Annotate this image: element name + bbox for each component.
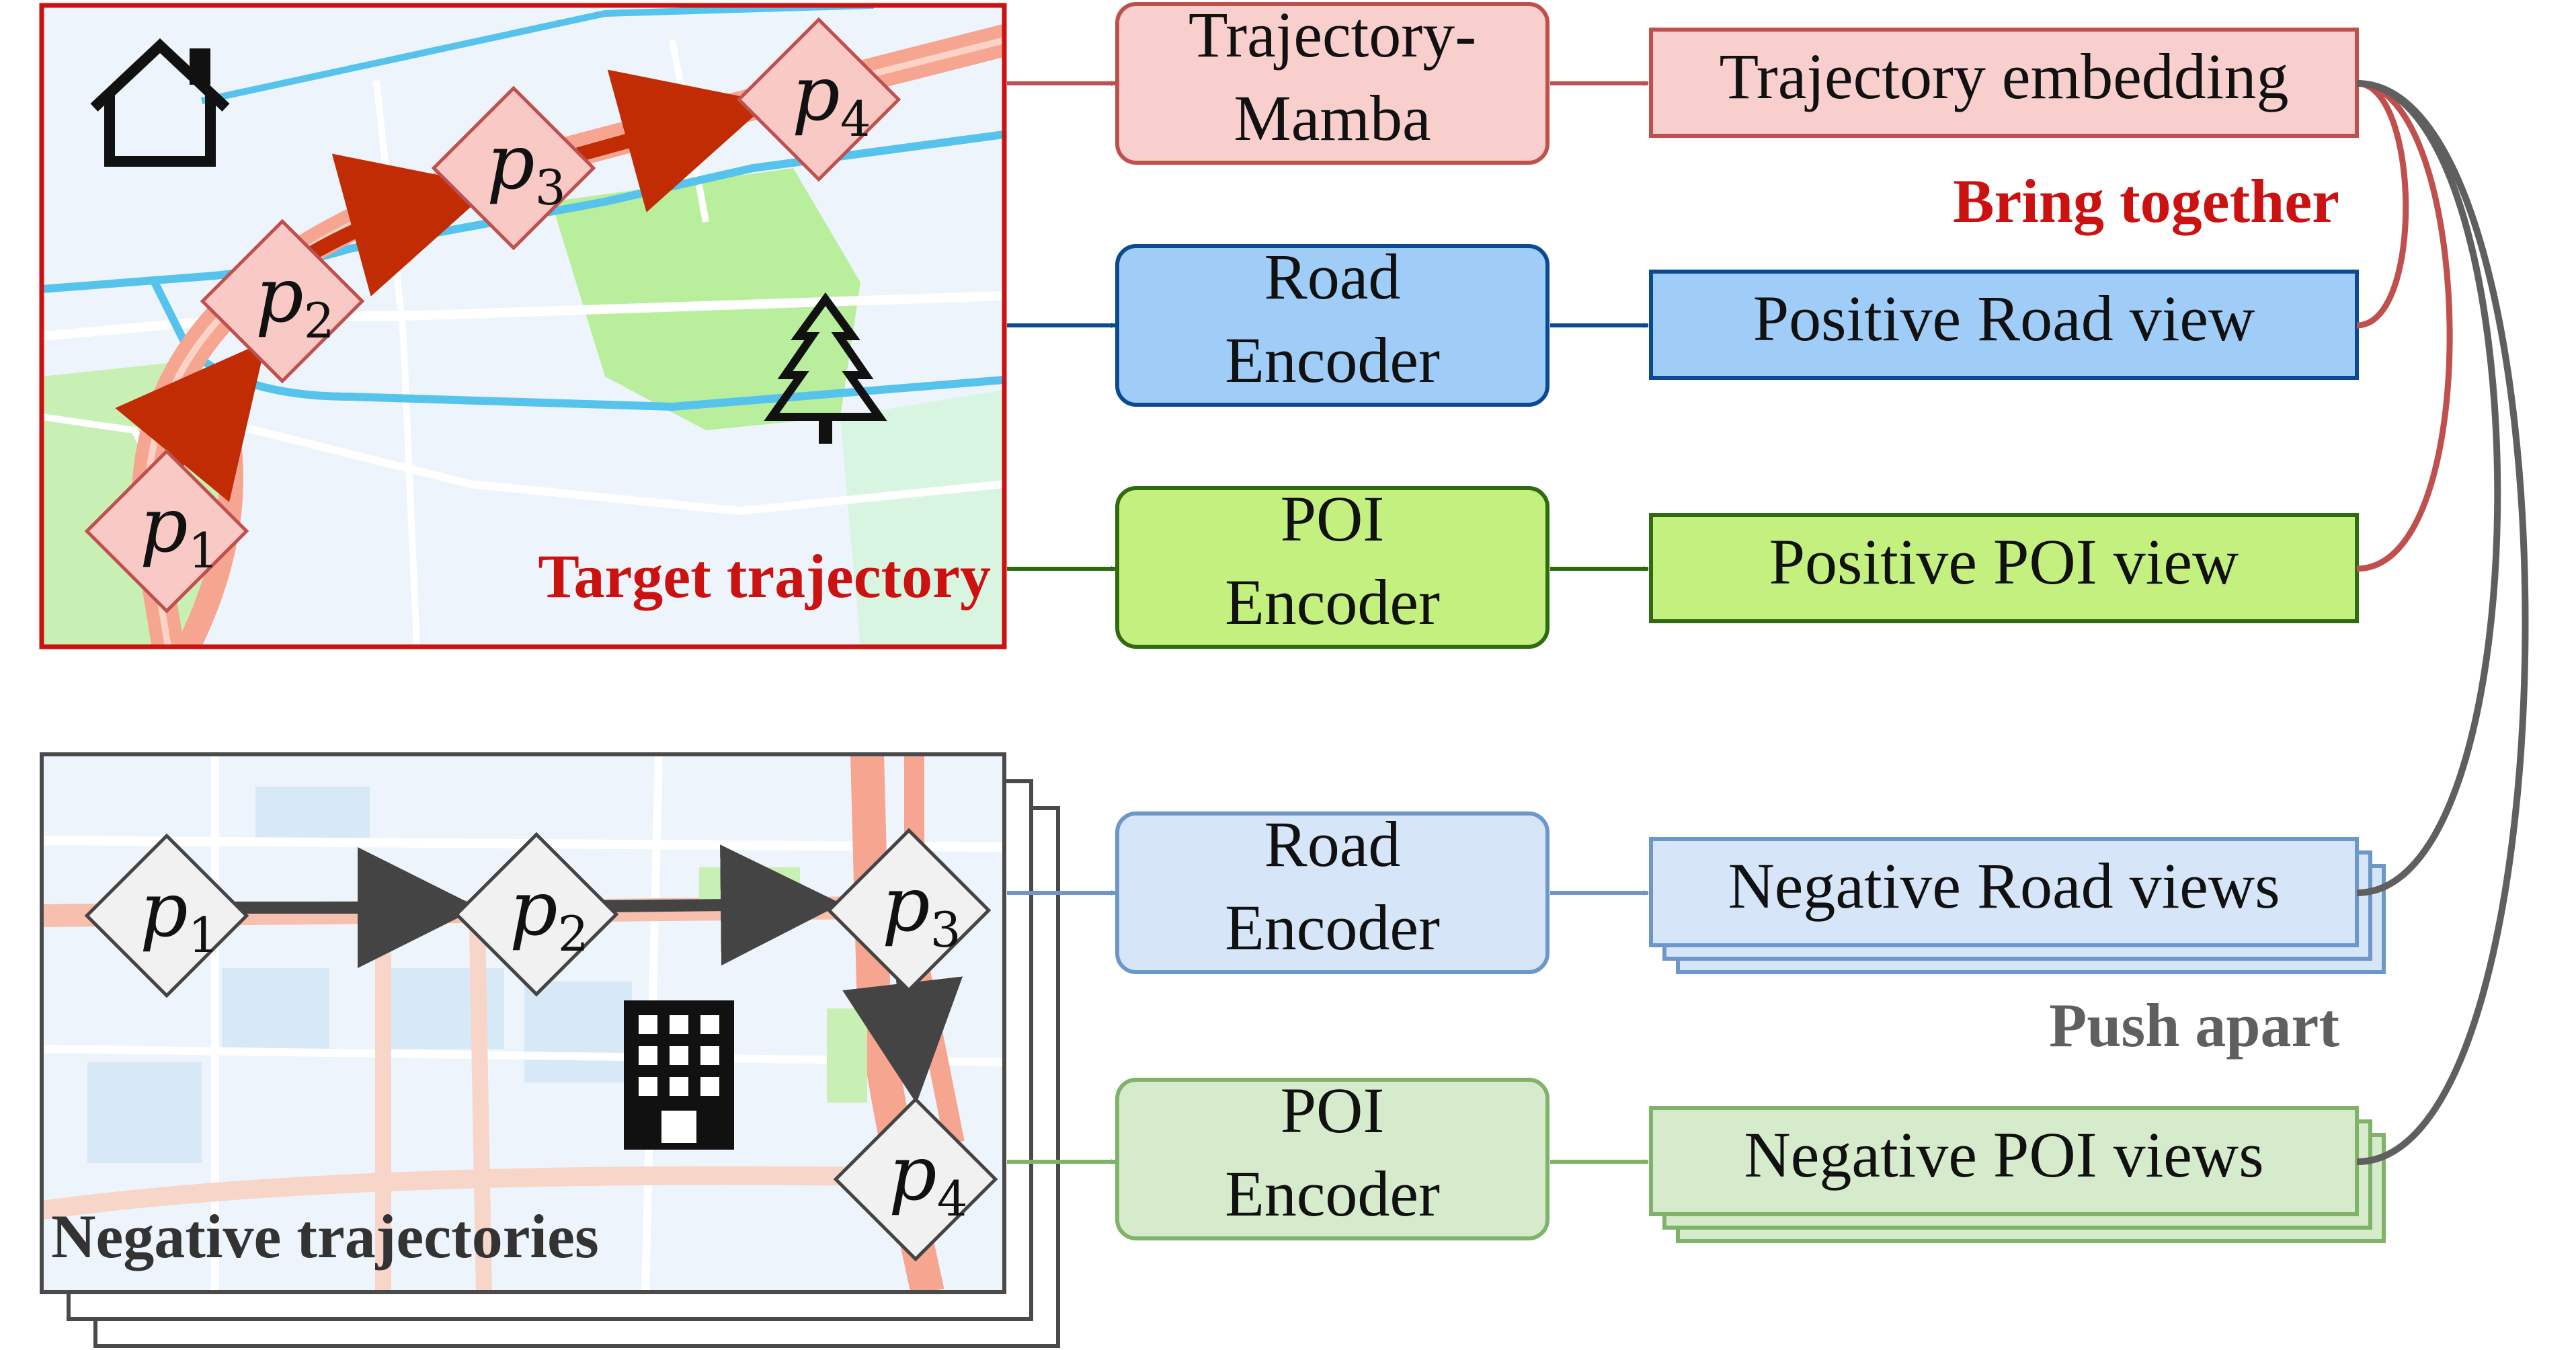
push-apart-connectors — [2356, 80, 2529, 1165]
negative-point-p2: p2 — [454, 832, 619, 997]
trajectory-embedding-box: Trajectory embedding — [1649, 28, 2359, 138]
encoder-label: Encoder — [1225, 324, 1440, 396]
encoder-label: Encoder — [1225, 566, 1440, 638]
point-symbol: p — [889, 1130, 937, 1218]
park-area — [840, 390, 1004, 647]
bring-together-connectors — [2356, 80, 2453, 572]
major-road — [42, 1166, 875, 1220]
point-symbol: p — [140, 867, 188, 954]
negative-road-views-box: Negative Road views — [1649, 837, 2386, 974]
point-symbol: p — [487, 119, 535, 206]
building-icon — [624, 1000, 734, 1150]
bring-together-label: Bring together — [1953, 167, 2339, 235]
output-label: Positive POI view — [1769, 526, 2239, 598]
city-block — [87, 1062, 202, 1163]
negative-poi-views-box: Negative POI views — [1649, 1106, 2386, 1243]
input-arrows — [1007, 81, 1117, 1164]
positive-road-view-box: Positive Road view — [1649, 270, 2359, 380]
park-area — [827, 1008, 867, 1103]
connector-curve — [2356, 80, 2501, 896]
point-symbol: p — [140, 482, 188, 569]
target-point-p2: p2 — [200, 219, 365, 384]
point-symbol: p — [792, 50, 840, 138]
connector-curve — [2356, 80, 2409, 329]
park-area — [551, 168, 860, 430]
negative-trajectories-panel: p1 p2 p3 p4 Negative trajectories — [40, 752, 1060, 1348]
negative-point-p3: p3 — [826, 828, 992, 993]
target-point-p1: p1 — [84, 448, 249, 614]
target-point-p4: p4 — [736, 17, 901, 182]
svg-text:p3: p3 — [487, 119, 566, 216]
city-block — [222, 968, 329, 1049]
svg-text:p1: p1 — [140, 482, 219, 579]
positive-poi-view-box: Positive POI view — [1649, 513, 2359, 623]
point-symbol: p — [510, 865, 558, 953]
svg-text:p4: p4 — [889, 1130, 968, 1227]
city-block — [524, 982, 632, 1082]
svg-text:p4: p4 — [792, 50, 871, 147]
encoder-label: POI — [1281, 483, 1385, 555]
point-subscript: 2 — [558, 906, 589, 962]
output-label: Trajectory embedding — [1720, 40, 2289, 112]
encoder-label: Mamba — [1234, 82, 1431, 154]
output-label: Negative Road views — [1728, 850, 2280, 922]
encoder-label: POI — [1281, 1074, 1385, 1146]
target-trajectory-panel: p1 p2 p3 p4 Target trajectory — [39, 3, 1007, 649]
svg-text:p3: p3 — [882, 861, 961, 958]
major-road — [469, 927, 492, 1292]
encoder-label: Trajectory- — [1189, 0, 1476, 71]
point-subscript: 3 — [535, 159, 566, 216]
svg-text:p2: p2 — [255, 252, 335, 349]
connector-curve — [2356, 80, 2529, 1165]
tree-icon — [764, 292, 887, 444]
negative-poi-encoder-box: POI Encoder — [1115, 1074, 1549, 1240]
encoder-label: Road — [1264, 241, 1401, 313]
output-label: Negative POI views — [1744, 1119, 2263, 1191]
push-apart-label: Push apart — [2049, 991, 2339, 1060]
home-icon — [90, 38, 230, 167]
output-label: Positive Road view — [1753, 282, 2255, 354]
point-symbol: p — [882, 861, 930, 949]
negative-road-encoder-box: Road Encoder — [1115, 808, 1549, 974]
point-subscript: 1 — [188, 907, 219, 963]
negative-point-p1: p1 — [84, 833, 249, 998]
point-subscript: 2 — [304, 292, 335, 349]
target-point-p3: p3 — [431, 85, 596, 251]
trajectory-arrow — [298, 153, 494, 296]
trajectory-arrow — [576, 69, 770, 212]
output-arrows — [1550, 81, 1649, 1164]
encoder-label: Encoder — [1225, 1158, 1440, 1230]
encoder-label: Encoder — [1225, 891, 1440, 963]
encoder-label: Road — [1264, 808, 1401, 880]
river-line — [200, 5, 875, 104]
point-subscript: 1 — [188, 522, 219, 579]
road-line — [200, 413, 1004, 516]
target-panel-frame — [39, 3, 1007, 649]
svg-text:p1: p1 — [140, 867, 219, 963]
city-block — [255, 787, 370, 847]
negative-panel-frame — [40, 752, 1006, 1294]
trajectory-arrow — [604, 844, 842, 966]
negative-point-p4: p4 — [833, 1097, 998, 1262]
poi-encoder-box: POI Encoder — [1115, 483, 1549, 649]
road-line — [42, 836, 1004, 852]
point-symbol: p — [255, 252, 304, 340]
road-encoder-box: Road Encoder — [1115, 241, 1549, 407]
trajectory-mamba-box: Trajectory- Mamba — [1115, 0, 1549, 165]
svg-text:p2: p2 — [510, 865, 589, 962]
point-subscript: 4 — [937, 1170, 968, 1227]
point-subscript: 3 — [930, 902, 961, 958]
connector-curve — [2356, 80, 2453, 572]
point-subscript: 4 — [840, 91, 871, 147]
negative-trajectories-label: Negative trajectories — [51, 1202, 599, 1271]
target-trajectory-label: Target trajectory — [538, 542, 991, 610]
